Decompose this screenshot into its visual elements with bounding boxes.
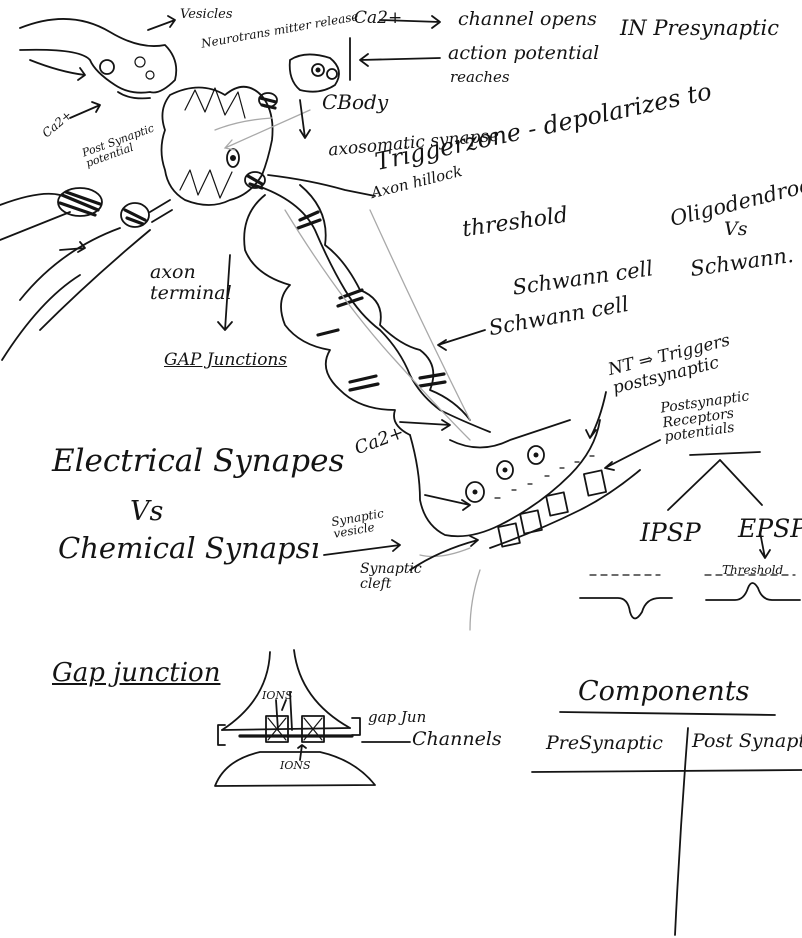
label-vs-left: Vs — [130, 498, 163, 525]
axon-sketch — [244, 185, 490, 440]
presynaptic-arrows — [70, 16, 175, 118]
label-action-potential: action potential — [448, 44, 599, 63]
label-chemical-synapses: Chemical Synapsı — [58, 534, 320, 563]
axosomatic-synapses — [245, 54, 339, 188]
label-in-presynaptic: IN Presynaptic — [620, 18, 779, 39]
presynaptic-terminal-sketch — [20, 19, 176, 98]
label-presynaptic-column: PreSynaptic — [546, 734, 663, 753]
label-reaches: reaches — [450, 70, 510, 85]
label-axon-terminal: axon terminal — [150, 262, 240, 304]
label-gap-jun: gap Jun — [368, 710, 426, 725]
label-ions-top: IONS — [262, 690, 293, 701]
label-epsp: EPSP — [738, 516, 802, 541]
label-channel-opens: channel opens — [458, 10, 597, 29]
label-threshold-small: Threshold — [722, 564, 783, 576]
left-synapse-knobs — [0, 188, 172, 360]
label-postsynaptic-column: Post Synaptic — [692, 732, 802, 751]
label-channels: Channels — [412, 730, 502, 749]
label-vs-right: Vs — [724, 220, 747, 239]
label-ipsp: IPSP — [640, 520, 701, 545]
label-components: Components — [578, 678, 750, 705]
label-synaptic-cleft: Synaptic cleft — [360, 562, 422, 593]
label-ca2-top: Ca2+ — [354, 10, 402, 27]
label-gap-junction-title: Gap junction — [52, 660, 220, 686]
label-electrical-synapses: Electrical Synapes — [52, 446, 344, 477]
label-gap-junctions: GAP Junctions — [164, 352, 287, 369]
psp-waveforms — [580, 575, 800, 619]
label-ions-bottom: IONS — [280, 760, 311, 771]
label-vesicles: Vesicles — [180, 8, 233, 21]
label-cbody: CBody — [322, 92, 388, 112]
